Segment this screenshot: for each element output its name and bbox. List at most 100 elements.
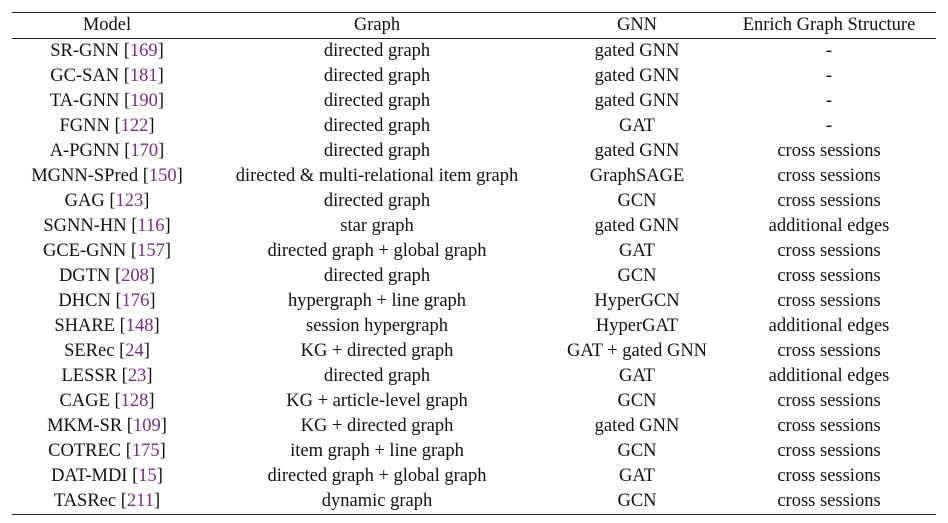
cell-enrich-graph-structure: cross sessions (777, 141, 881, 161)
model-name: CAGE (59, 391, 110, 411)
citation-link[interactable]: 109 (132, 416, 161, 436)
cell-gnn: gated GNN (594, 416, 680, 436)
cell-model: A-PGNN [170] (49, 141, 165, 161)
citation-link[interactable]: 175 (131, 441, 160, 461)
cell-enrich-graph-structure: cross sessions (777, 466, 881, 486)
header-gnn: GNN (616, 15, 658, 35)
cell-model: SR-GNN [169] (50, 41, 164, 61)
cell-graph: KG + directed graph (300, 416, 454, 436)
cell-gnn: GAT (619, 466, 655, 486)
cell-enrich-graph-structure: cross sessions (777, 441, 881, 461)
citation-link[interactable]: 15 (138, 466, 157, 486)
model-name: MKM-SR (47, 416, 123, 436)
table-row: GCE-GNN [157]directed graph + global gra… (12, 239, 936, 264)
model-name: DGTN (58, 266, 111, 286)
cell-graph: directed graph (323, 191, 431, 211)
cell-gnn: GCN (617, 391, 657, 411)
model-name: GAG (64, 191, 105, 211)
cell-model: TASRec [211] (53, 491, 161, 511)
citation-link[interactable]: 116 (137, 216, 165, 236)
cell-graph: directed graph + global graph (267, 466, 487, 486)
cell-graph: KG + directed graph (300, 341, 454, 361)
cell-model: CAGE [128] (59, 391, 155, 411)
citation-link[interactable]: 23 (127, 366, 147, 386)
citation-link[interactable]: 181 (129, 66, 158, 86)
cell-model: MGNN-SPred [150] (31, 166, 183, 186)
citation-link[interactable]: 150 (148, 166, 177, 186)
citation-link[interactable]: 176 (121, 291, 150, 311)
cell-model: GCE-GNN [157] (43, 241, 171, 261)
cell-graph: directed graph (323, 41, 431, 61)
model-name: LESSR (61, 366, 118, 386)
model-name: GC-SAN (50, 66, 120, 86)
cell-enrich-graph-structure: cross sessions (777, 491, 881, 511)
model-name: TASRec (53, 491, 117, 511)
cell-model: GC-SAN [181] (50, 66, 164, 86)
cell-enrich-graph-structure: cross sessions (777, 191, 881, 211)
cell-gnn: gated GNN (594, 66, 680, 86)
cell-model: LESSR [23] (61, 366, 153, 386)
model-name: SERec (64, 341, 115, 361)
cell-enrich-graph-structure: additional edges (768, 316, 890, 336)
citation-link[interactable]: 208 (121, 266, 149, 286)
citation-link[interactable]: 148 (125, 316, 154, 336)
model-name: DAT-MDI (51, 466, 128, 486)
cell-model: SERec [24] (64, 341, 150, 361)
cell-model: GAG [123] (64, 191, 150, 211)
cell-graph: directed graph (323, 66, 431, 86)
model-name: SHARE (54, 316, 115, 336)
citation-link[interactable]: 123 (115, 191, 144, 211)
header-model: Model (82, 15, 132, 35)
model-name: FGNN (59, 116, 110, 136)
cell-gnn: GCN (617, 441, 657, 461)
header-enrich-graph-structure: Enrich Graph Structure (742, 15, 916, 35)
cell-gnn: HyperGCN (594, 291, 680, 311)
header-row: Model Graph GNN Enrich Graph Structure (12, 12, 936, 39)
model-name: A-PGNN (49, 141, 120, 161)
citation-link[interactable]: 211 (126, 491, 154, 511)
citation-link[interactable]: 122 (120, 116, 149, 136)
model-name: DHCN (58, 291, 111, 311)
cell-enrich-graph-structure: - (825, 41, 833, 61)
model-name: TA-GNN (49, 91, 120, 111)
model-name: MGNN-SPred (31, 166, 139, 186)
table-row: MGNN-SPred [150] directed & multi-relatio… (12, 164, 936, 189)
cell-enrich-graph-structure: cross sessions (777, 241, 881, 261)
cell-model: SGNN-HN [116] (43, 216, 171, 236)
cell-gnn: gated GNN (594, 216, 680, 236)
citation-link[interactable]: 170 (130, 141, 159, 161)
cell-enrich-graph-structure: cross sessions (777, 416, 881, 436)
model-name: SGNN-HN (43, 216, 127, 236)
citation-link[interactable]: 128 (120, 391, 149, 411)
cell-model: DHCN [176] (58, 291, 156, 311)
citation-link[interactable]: 190 (130, 91, 158, 111)
cell-graph: session hypergraph (306, 316, 448, 336)
cell-gnn: gated GNN (594, 91, 680, 111)
cell-graph: directed graph (323, 116, 431, 136)
cell-gnn: GCN (617, 266, 657, 286)
cell-enrich-graph-structure: additional edges (768, 216, 890, 236)
cell-graph: directed & multi-relational item graph (235, 166, 519, 186)
model-name: GCE-GNN (43, 241, 127, 261)
cell-enrich-graph-structure: cross sessions (777, 291, 881, 311)
citation-link[interactable]: 169 (129, 41, 158, 61)
citation-link[interactable]: 24 (125, 341, 144, 361)
header-graph: Graph (353, 15, 401, 35)
citation-link[interactable]: 157 (137, 241, 165, 261)
table-row: DAT-MDI [15]directed graph + global grap… (12, 464, 936, 489)
cell-model: TA-GNN [190] (49, 91, 165, 111)
cell-graph: item graph + line graph (290, 441, 464, 461)
comparison-table: Model Graph GNN Enrich Graph Structure S… (12, 12, 936, 515)
cell-enrich-graph-structure: cross sessions (777, 166, 881, 186)
